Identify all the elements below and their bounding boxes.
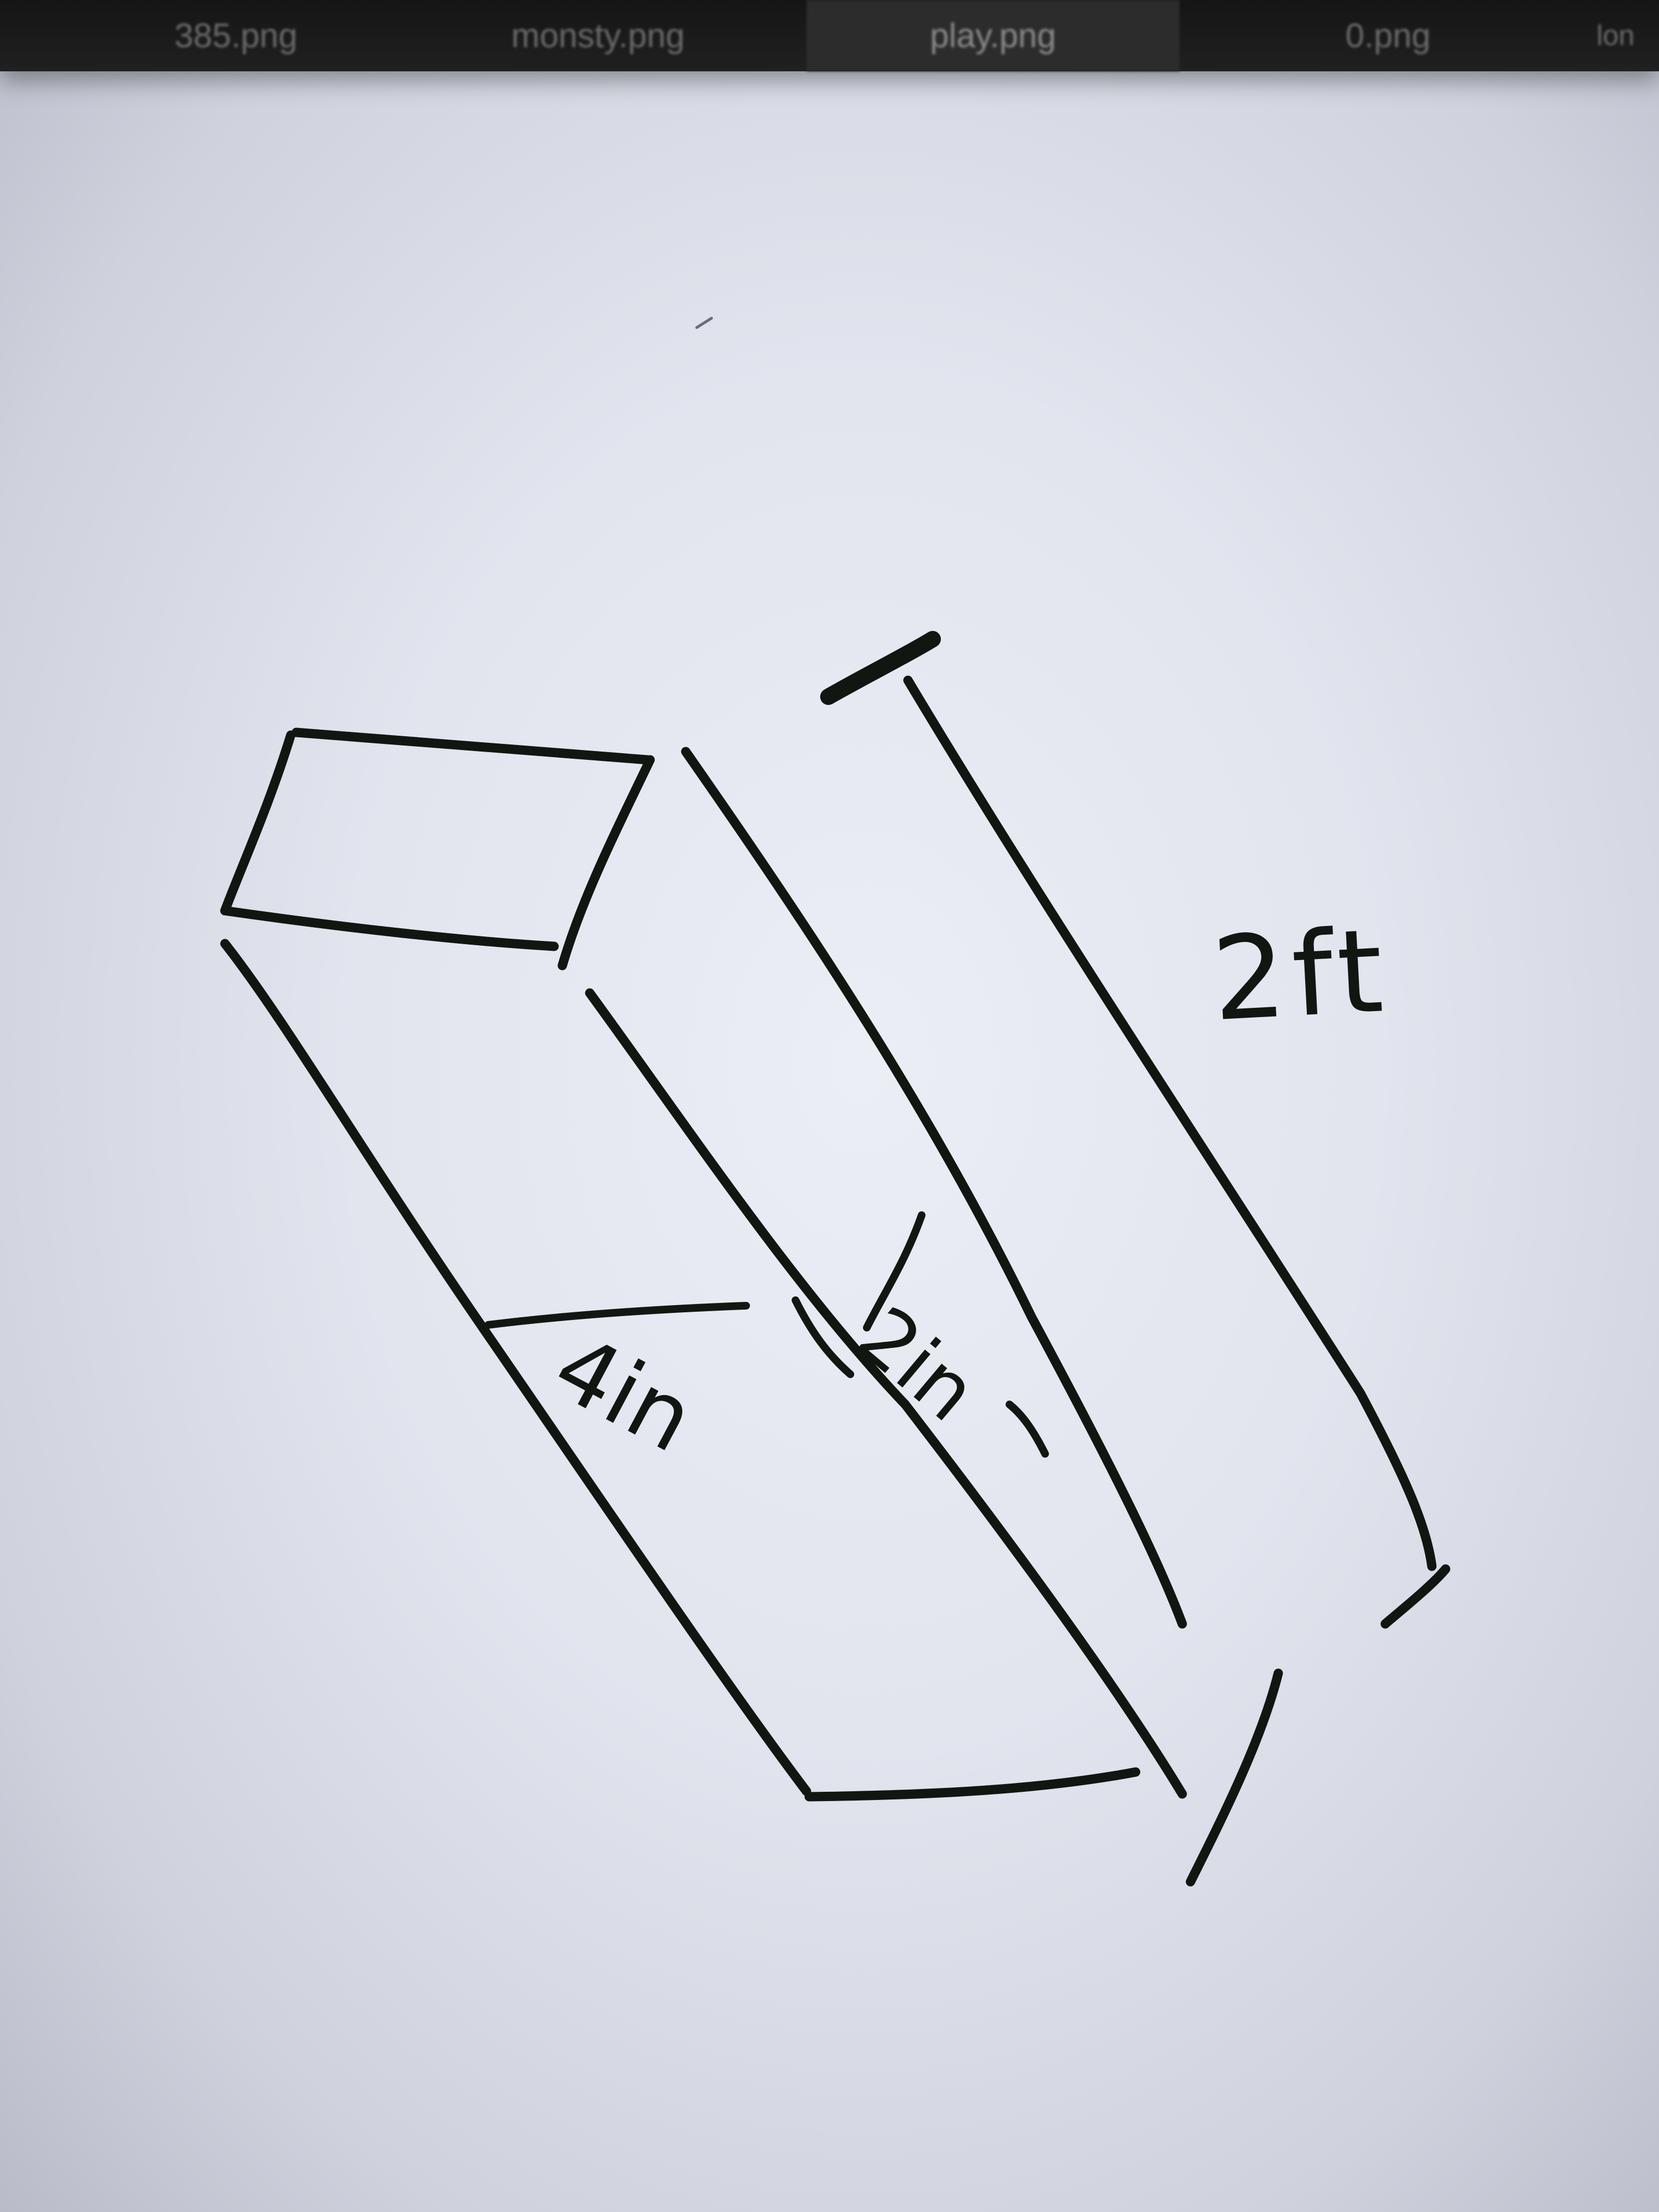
file-tab-bar: 385.png monsty.png play.png 0.png lon: [0, 0, 1659, 71]
tab-0-png[interactable]: 0.png: [1345, 16, 1431, 55]
prism-bottom-edge: [804, 1767, 1141, 1802]
prism-top-face: [220, 727, 655, 970]
tab-monsty-png[interactable]: monsty.png: [511, 16, 685, 55]
length-label: 2ft: [1209, 903, 1393, 1047]
dimension-line-length: [820, 631, 1451, 1887]
tab-385-png[interactable]: 385.png: [174, 16, 298, 55]
dimension-line-height: [863, 1211, 1049, 1458]
tab-partial[interactable]: lon: [1596, 20, 1635, 52]
prism-long-edges: [220, 747, 1187, 1799]
tab-play-png[interactable]: play.png: [806, 0, 1180, 71]
pen-stroke-mark: [695, 317, 713, 329]
dimension-line-width: [484, 1296, 854, 1378]
